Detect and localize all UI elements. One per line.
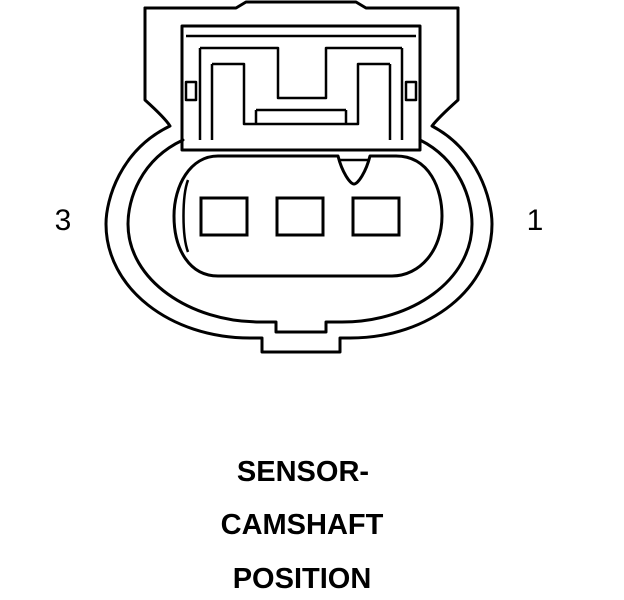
housing-inner-ring	[126, 138, 474, 334]
housing-outer-outline	[104, 6, 494, 354]
pin-label-left: 3	[55, 204, 72, 237]
caption-line-1: SENSOR-	[237, 456, 369, 488]
housing-top-cap	[143, 0, 460, 10]
pin-face-inner-arc	[182, 179, 190, 253]
pin-label-right: 1	[527, 204, 544, 237]
latch-outer	[180, 24, 422, 142]
latch-bar	[254, 108, 348, 126]
caption-line-3: POSITION	[233, 563, 372, 595]
pin-face	[172, 154, 444, 278]
latch-inner-left	[210, 62, 256, 140]
latch-window-right	[404, 80, 418, 102]
pin-cavity-1	[351, 196, 401, 237]
latch-inner-right	[346, 62, 392, 140]
latch-window-left	[184, 80, 198, 102]
pin-cavity-3	[199, 196, 249, 237]
connector-shell	[104, 0, 494, 354]
pin-cavity-2	[275, 196, 325, 237]
latch-bottom	[180, 138, 422, 152]
pin-face-outline	[172, 154, 444, 278]
latch-frame	[198, 46, 404, 140]
caption: SENSOR- CAMSHAFT POSITION	[221, 456, 384, 595]
locking-latch	[180, 24, 422, 152]
caption-line-2: CAMSHAFT	[221, 509, 384, 541]
